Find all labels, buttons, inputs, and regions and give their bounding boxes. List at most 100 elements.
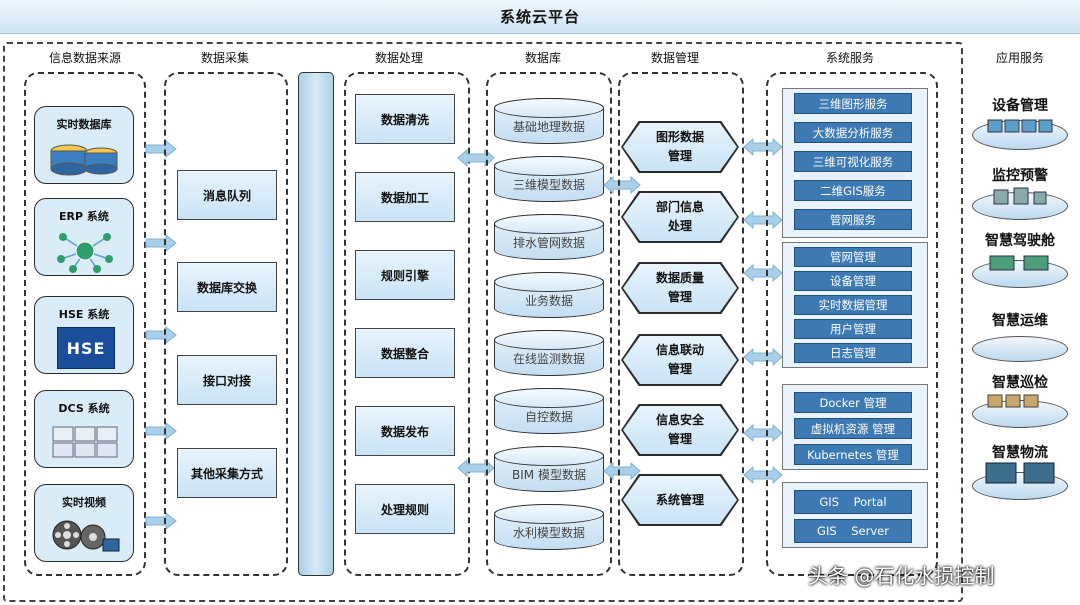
credit-watermark: 头条 @石化水损控制 [808, 564, 995, 588]
service-pipe-network[interactable]: 管网服务 [794, 209, 912, 230]
mgmt-line: 管理 [667, 362, 692, 376]
source-realtime-db[interactable]: 实时数据库 [34, 106, 134, 184]
database-panel [486, 72, 612, 576]
service-vm[interactable]: 虚拟机资源 管理 [794, 418, 912, 439]
db-drainage[interactable]: 排水管网数据 [494, 214, 604, 260]
service-pipe-manage[interactable]: 管网管理 [794, 247, 912, 267]
building-icon [993, 187, 1047, 205]
service-user-manage[interactable]: 用户管理 [794, 319, 912, 339]
service-3d-visual[interactable]: 三维可视化服务 [794, 151, 912, 172]
mgmt-department[interactable]: 部门信息处理 [621, 191, 739, 243]
app-label: 监控预警 [992, 168, 1048, 184]
mgmt-line: 系统管理 [655, 492, 704, 507]
sources-panel [24, 72, 146, 576]
mgmt-linkage[interactable]: 信息联动管理 [621, 334, 739, 386]
db-geo[interactable]: 基础地理数据 [494, 98, 604, 144]
collection-interface[interactable]: 接口对接 [177, 355, 277, 405]
source-hse[interactable]: HSE 系统 HSE [34, 296, 134, 374]
mgmt-line: 管理 [667, 432, 692, 446]
mgmt-line: 信息安全 [655, 413, 704, 427]
service-kubernetes[interactable]: Kubernetes 管理 [794, 444, 912, 465]
service-device-manage[interactable]: 设备管理 [794, 271, 912, 291]
db-label: 业务数据 [524, 293, 573, 308]
mgmt-graphics[interactable]: 图形数据管理 [621, 121, 739, 173]
processing-rules[interactable]: 处理规则 [355, 484, 455, 534]
collection-db-exchange[interactable]: 数据库交换 [177, 262, 277, 312]
header-processing: 数据处理 [374, 51, 423, 65]
service-big-data[interactable]: 大数据分析服务 [794, 122, 912, 143]
header-services: 系统服务 [825, 51, 874, 65]
double-arrow [603, 461, 641, 481]
dashboard-icon [989, 255, 1049, 271]
mgmt-security[interactable]: 信息安全管理 [621, 404, 739, 456]
source-erp[interactable]: ERP 系统 [34, 198, 134, 276]
double-arrow [457, 148, 495, 168]
collection-other[interactable]: 其他采集方式 [177, 448, 277, 498]
service-gis-server[interactable]: GIS Server [794, 519, 912, 543]
logistics-icon [985, 462, 1055, 484]
db-hydro[interactable]: 水利模型数据 [494, 504, 604, 550]
flow-arrow [145, 511, 177, 531]
processing-publish[interactable]: 数据发布 [355, 406, 455, 456]
collection-message-queue[interactable]: 消息队列 [177, 170, 277, 220]
service-realtime-manage[interactable]: 实时数据管理 [794, 295, 912, 315]
mgmt-line: 部门信息 [655, 200, 704, 214]
processing-integration[interactable]: 数据整合 [355, 328, 455, 378]
db-label: 自控数据 [524, 409, 573, 424]
app-cockpit-disc[interactable] [972, 260, 1068, 288]
service-docker[interactable]: Docker 管理 [794, 392, 912, 413]
app-label: 智慧驾驶舱 [985, 233, 1055, 249]
service-gis-portal[interactable]: GIS Portal [794, 490, 912, 514]
mgmt-line: 数据质量 [655, 271, 704, 285]
mgmt-line: 管理 [667, 290, 692, 304]
mgmt-quality[interactable]: 数据质量管理 [621, 262, 739, 314]
processing-rule-engine[interactable]: 规则引擎 [355, 250, 455, 300]
hse-badge-text: HSE [66, 338, 106, 358]
source-label: 实时视频 [62, 496, 106, 509]
db-control[interactable]: 自控数据 [494, 388, 604, 434]
page-title: 系统云平台 [499, 8, 580, 26]
db-label: 基础地理数据 [512, 119, 585, 134]
service-2d-gis[interactable]: 二维GIS服务 [794, 180, 912, 201]
processing-transform[interactable]: 数据加工 [355, 172, 455, 222]
source-dcs[interactable]: DCS 系统 [34, 390, 134, 468]
mgmt-line: 图形数据 [655, 130, 704, 144]
db-label: 水利模型数据 [512, 525, 585, 540]
device-icon [987, 119, 1053, 133]
flow-arrow [145, 139, 177, 159]
processing-cleaning[interactable]: 数据清洗 [355, 94, 455, 144]
db-label: 在线监测数据 [512, 351, 585, 366]
flow-arrow [145, 325, 177, 345]
dcs-screens-icon [52, 426, 118, 458]
db-label: BIM 模型数据 [512, 467, 586, 482]
source-label: DCS 系统 [58, 402, 110, 415]
mgmt-line: 管理 [667, 149, 692, 163]
db-business[interactable]: 业务数据 [494, 272, 604, 318]
patrol-icon [987, 394, 1039, 408]
source-label: 实时数据库 [56, 118, 112, 131]
title-bar: 系统云平台 [0, 0, 1080, 34]
db-3d-model[interactable]: 三维模型数据 [494, 156, 604, 202]
db-bim[interactable]: BIM 模型数据 [494, 446, 604, 492]
data-bus [298, 72, 334, 576]
header-database: 数据库 [524, 51, 561, 65]
management-panel [618, 72, 744, 576]
service-3d-graphics[interactable]: 三维图形服务 [794, 93, 912, 114]
header-apps: 应用服务 [995, 51, 1044, 65]
mgmt-system[interactable]: 系统管理 [621, 474, 739, 526]
mgmt-line: 处理 [667, 219, 692, 233]
erp-network-icon [57, 233, 113, 273]
header-sources: 信息数据来源 [48, 51, 121, 65]
service-log-manage[interactable]: 日志管理 [794, 343, 912, 363]
source-label: HSE 系统 [58, 308, 110, 321]
db-online-monitor[interactable]: 在线监测数据 [494, 330, 604, 376]
header-management: 数据管理 [650, 51, 699, 65]
database-icon [50, 144, 118, 176]
app-ops-disc[interactable] [972, 336, 1068, 362]
flow-arrow [145, 233, 177, 253]
double-arrow [743, 465, 783, 485]
film-reel-icon [52, 520, 120, 552]
services-panel [766, 72, 938, 576]
source-video[interactable]: 实时视频 [34, 484, 134, 562]
db-label: 排水管网数据 [512, 235, 585, 250]
